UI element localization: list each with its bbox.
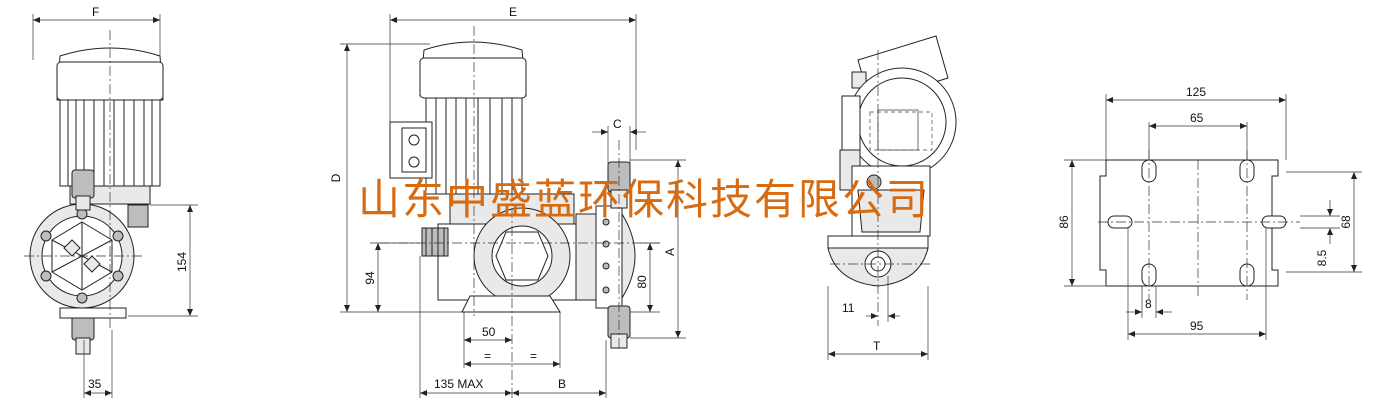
dim-equal-right: = xyxy=(530,349,537,363)
dim-C: C xyxy=(613,117,622,131)
dim-T: T xyxy=(873,339,881,353)
dim-94: 94 xyxy=(363,271,377,285)
dim-F: F xyxy=(92,5,99,19)
dim-135-max: 135 MAX xyxy=(434,377,483,391)
dim-68: 68 xyxy=(1339,215,1353,229)
dim-8: 8 xyxy=(1145,297,1152,311)
dim-A: A xyxy=(663,248,677,256)
dim-8-5: 8.5 xyxy=(1315,249,1329,266)
base-plate-view xyxy=(1064,94,1362,340)
dim-65: 65 xyxy=(1190,111,1204,125)
dim-equal-left: = xyxy=(484,349,491,363)
dim-80: 80 xyxy=(635,275,649,289)
dim-125: 125 xyxy=(1186,85,1206,99)
dim-50: 50 xyxy=(482,325,496,339)
dimension-labels: F 154 35 E D C A 94 80 50 = = 135 MAX B … xyxy=(88,5,1353,391)
dim-D: D xyxy=(329,173,343,182)
dim-B: B xyxy=(558,377,566,391)
dim-86: 86 xyxy=(1057,215,1071,229)
side-view xyxy=(24,14,198,398)
dim-E: E xyxy=(509,5,517,19)
dim-35: 35 xyxy=(88,377,102,391)
company-watermark: 山东中盛蓝环保科技有限公司 xyxy=(358,175,930,224)
motor-fins xyxy=(67,100,153,186)
dim-95: 95 xyxy=(1190,319,1204,333)
rear-view xyxy=(827,35,957,360)
front-view xyxy=(340,14,686,398)
dim-154: 154 xyxy=(175,252,189,272)
front-motor-fins xyxy=(435,98,513,194)
dim-11: 11 xyxy=(842,301,855,315)
